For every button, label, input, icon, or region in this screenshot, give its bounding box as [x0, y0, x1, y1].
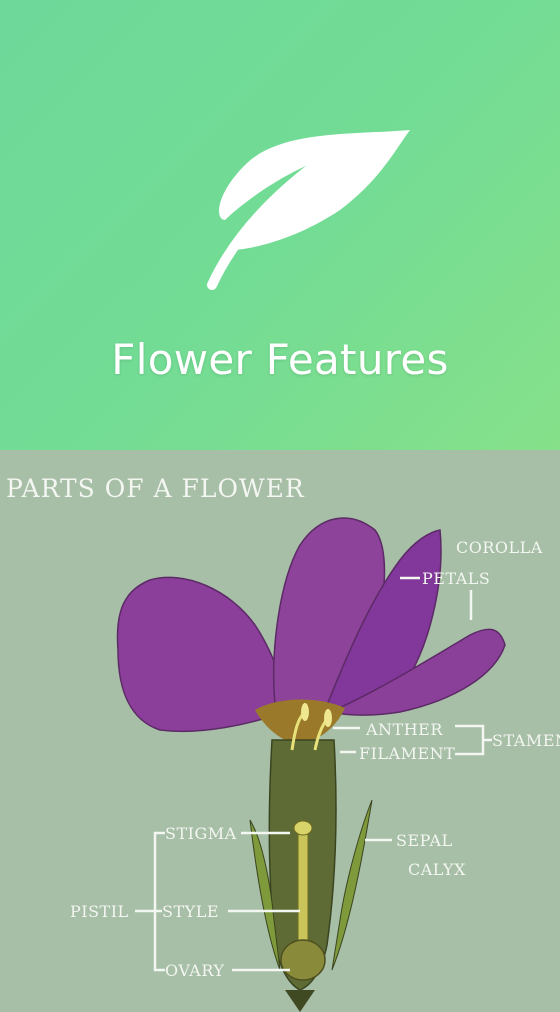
- label-petals: PETALS: [422, 569, 491, 588]
- flower-illustration: [116, 517, 506, 1012]
- label-calyx: CALYX: [408, 860, 466, 879]
- label-sepal: SEPAL: [396, 831, 453, 850]
- label-corolla: COROLLA: [456, 538, 543, 557]
- label-style: STYLE: [162, 902, 219, 921]
- page-title: Flower Features: [111, 335, 449, 384]
- label-pistil: PISTIL: [70, 902, 129, 921]
- label-ovary: OVARY: [165, 961, 225, 980]
- leaf-icon: [207, 130, 410, 290]
- label-stamen: STAMEN: [492, 731, 560, 750]
- diagram-title: PARTS OF A FLOWER: [6, 474, 305, 503]
- label-anther: ANTHER: [366, 720, 443, 739]
- flower-diagram: PARTS OF A FLOWER COROLLA PETALS ANTHER …: [0, 450, 560, 1012]
- label-stigma: STIGMA: [165, 824, 237, 843]
- header-banner: Flower Features: [0, 0, 560, 450]
- label-filament: FILAMENT: [359, 744, 456, 763]
